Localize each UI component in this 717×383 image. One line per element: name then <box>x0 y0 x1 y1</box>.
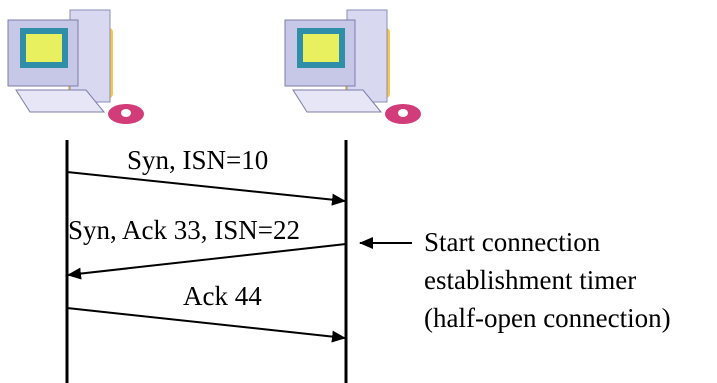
mouse <box>398 109 408 117</box>
keyboard-shape <box>292 89 383 113</box>
message-label-syn: Syn, ISN=10 <box>127 145 268 175</box>
message-arrow-syn <box>66 171 346 206</box>
message-label-ack: Ack 44 <box>183 281 262 311</box>
screen <box>26 34 62 62</box>
message-label-syn-ack: Syn, Ack 33, ISN=22 <box>68 215 300 245</box>
message-arrow-syn-ack <box>67 243 347 280</box>
screen <box>303 34 339 62</box>
right-host-desktop-computer-icon <box>284 9 421 124</box>
annotation-line-half-open-connection: (half-open connection) <box>424 303 671 333</box>
keyboard-shape <box>15 89 106 113</box>
mouse <box>121 109 131 117</box>
message-arrow-ack <box>66 307 346 343</box>
annotation-line-start-connection: Start connection <box>424 227 601 257</box>
left-host-desktop-computer-icon <box>7 9 144 124</box>
annotation-line-establishment-timer: establishment timer <box>424 265 636 295</box>
